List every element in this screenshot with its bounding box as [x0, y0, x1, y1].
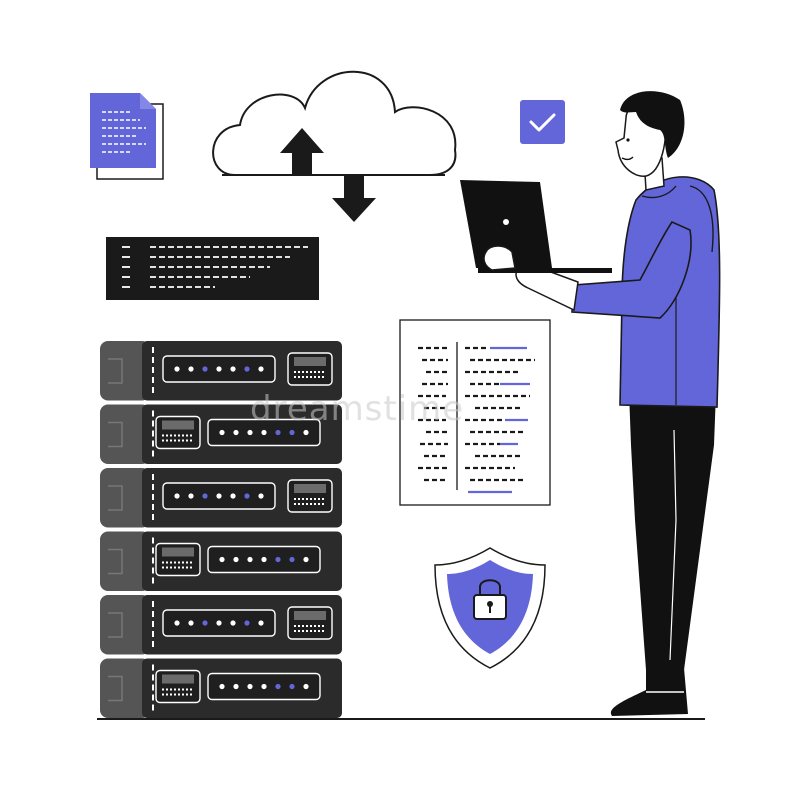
shoe [610, 668, 688, 716]
server-display [155, 669, 201, 704]
checkbox-checked-icon [520, 100, 565, 144]
server-display [155, 542, 201, 577]
developer-person-figure [460, 91, 721, 716]
server-unit [100, 404, 342, 464]
head [615, 91, 685, 191]
server-display [287, 479, 333, 513]
server-display [287, 606, 333, 640]
trousers [629, 392, 716, 670]
server-unit [100, 468, 342, 528]
server-unit [100, 531, 342, 591]
server-rack-icon [100, 341, 342, 718]
padlock-icon [473, 579, 507, 620]
code-page-icon [399, 319, 551, 506]
server-unit [100, 341, 342, 401]
cloud-sync-icon [212, 70, 457, 222]
security-shield-icon [434, 547, 546, 669]
watermark: dreamstime [250, 389, 464, 429]
hand [483, 245, 516, 271]
server-display [155, 415, 201, 450]
document-icon [90, 93, 164, 180]
arrow-down-icon [332, 175, 376, 222]
arrow-up-icon [280, 128, 324, 175]
laptop-icon [460, 180, 612, 273]
terminal-window-icon [106, 237, 319, 300]
server-unit [100, 595, 342, 655]
server-display [287, 352, 333, 386]
server-unit [100, 658, 342, 718]
arm [515, 220, 692, 319]
